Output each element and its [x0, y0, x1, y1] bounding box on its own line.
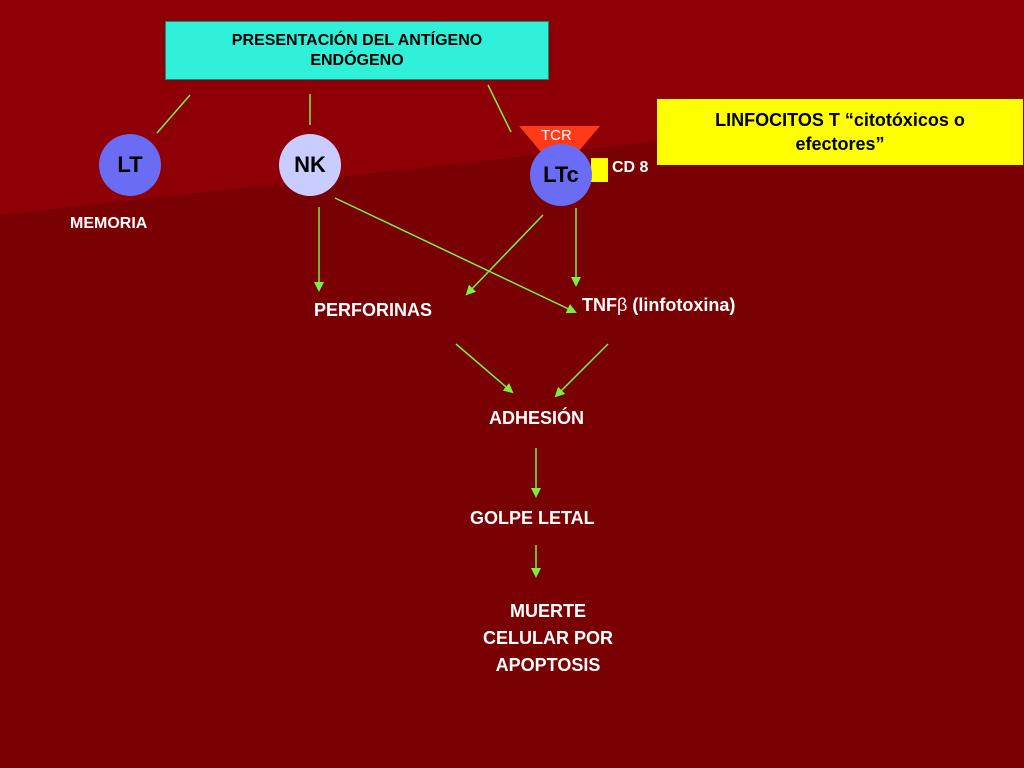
cd8-label: CD 8 — [612, 159, 649, 176]
cell-lt: LT — [99, 134, 161, 196]
title-box-line2: ENDÓGENO — [310, 51, 404, 69]
muerte-line3: APOPTOSIS — [495, 655, 601, 675]
arrow-perforinas-to-adhesion — [455, 343, 514, 394]
line-title-to-ltc — [487, 84, 512, 133]
arrow-tnf-to-adhesion — [554, 343, 609, 398]
line-title-to-lt — [156, 94, 191, 134]
memoria-label: MEMORIA — [70, 215, 148, 232]
muerte-line1: MUERTE — [510, 601, 586, 621]
muerte-label: MUERTE CELULAR POR APOPTOSIS — [448, 598, 648, 679]
golpe-letal-label: GOLPE LETAL — [470, 508, 595, 528]
cell-nk: NK — [279, 134, 341, 196]
cell-lt-label: LT — [117, 152, 143, 177]
title-box-line1: PRESENTACIÓN DEL ANTÍGENO — [231, 31, 483, 49]
tnf-suffix: (linfotoxina) — [627, 295, 736, 315]
cell-ltc: LTc — [530, 144, 592, 206]
muerte-line2: CELULAR POR — [483, 628, 613, 648]
cell-ltc-label: LTc — [543, 162, 579, 187]
arrow-ltc-to-perforinas — [465, 214, 544, 296]
side-box-line2: efectores” — [795, 134, 885, 154]
side-box-linfocitos: LINFOCITOS T “citotóxicos o efectores” — [657, 99, 1023, 165]
tnf-prefix: TNF — [582, 295, 617, 315]
tnf-label: TNFβ (linfotoxina) — [582, 295, 735, 316]
tcr-label: TCR — [541, 127, 572, 144]
title-box-presentacion: PRESENTACIÓN DEL ANTÍGENO ENDÓGENO — [165, 21, 549, 80]
perforinas-label: PERFORINAS — [314, 300, 433, 320]
tnf-beta: β — [617, 295, 628, 315]
tcr-receptor-shape — [519, 126, 600, 152]
cell-nk-label: NK — [294, 152, 326, 177]
side-box-line1: LINFOCITOS T “citotóxicos o — [715, 110, 965, 130]
arrow-nk-to-tnf — [334, 197, 577, 314]
adhesion-label: ADHESIÓN — [489, 408, 585, 428]
cd8-marker-shape — [591, 158, 608, 182]
